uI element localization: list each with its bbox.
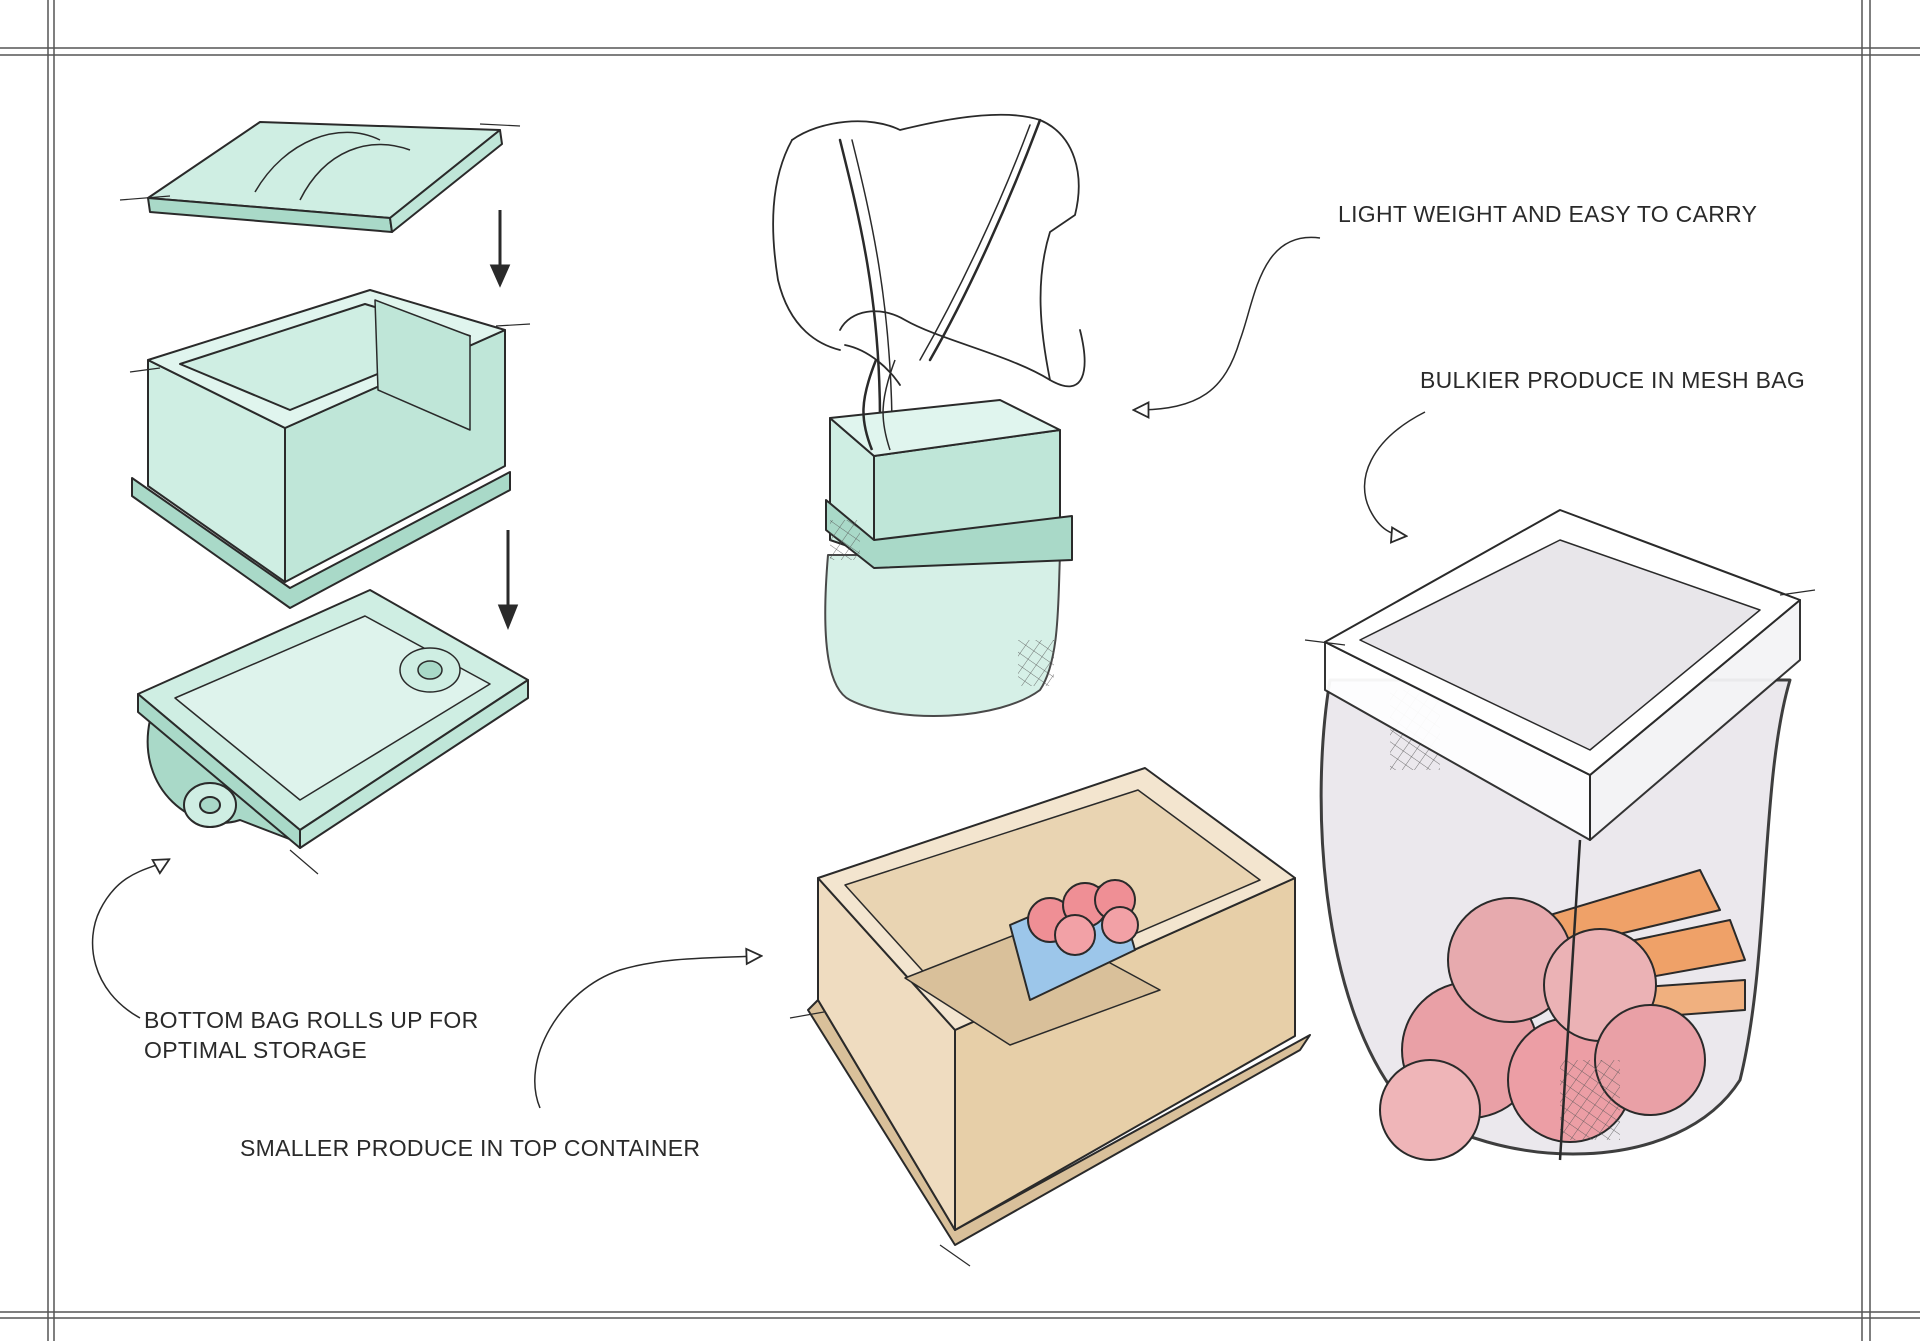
down-arrow-icon (497, 530, 519, 631)
person-carrying-illustration (772, 113, 1086, 422)
annotation-rolls-up-line1: BOTTOM BAG ROLLS UP FOR (144, 1007, 479, 1033)
annotation-rolls-up-line2: OPTIMAL STORAGE (144, 1037, 368, 1063)
callout-leader-mesh (1363, 411, 1426, 536)
rolled-bag-illustration (137, 589, 529, 875)
annotation-mesh-bag: BULKIER PRODUCE IN MESH BAG (1420, 367, 1806, 393)
carried-bag-illustration (824, 359, 1073, 717)
wooden-container-illustration (789, 767, 1311, 1267)
mesh-bag-illustration (1304, 509, 1816, 1161)
callout-leader-carry (1135, 236, 1321, 410)
annotation-carry: LIGHT WEIGHT AND EASY TO CARRY (1338, 201, 1758, 227)
top-container-illustration (129, 289, 531, 609)
callout-leader-top-container (534, 956, 760, 1109)
annotation-top-container: SMALLER PRODUCE IN TOP CONTAINER (240, 1135, 701, 1161)
callout-leader-rolls (91, 860, 168, 1019)
lid-illustration (119, 121, 521, 233)
down-arrow-icon (489, 210, 511, 288)
